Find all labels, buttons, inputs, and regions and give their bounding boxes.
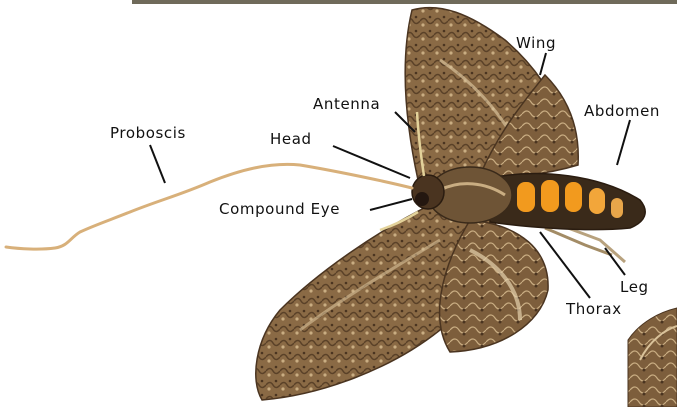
label-wing: Wing [516, 34, 556, 52]
compound-eye-shape [415, 192, 429, 206]
abdomen-band-3 [565, 182, 582, 212]
leader-proboscis [150, 145, 165, 183]
corner-photo-crop [628, 308, 677, 407]
proboscis-shape [6, 164, 412, 249]
label-leg: Leg [620, 278, 649, 296]
label-proboscis: Proboscis [110, 124, 186, 142]
leader-abdomen [617, 120, 630, 165]
label-head: Head [270, 130, 312, 148]
label-antenna: Antenna [313, 95, 380, 113]
label-thorax: Thorax [566, 300, 677, 318]
label-abdomen: Abdomen [584, 102, 660, 120]
leader-wing [540, 53, 546, 75]
top-photo-strip [132, 0, 677, 4]
label-compound-eye: Compound Eye [219, 200, 340, 218]
leader-compound-eye [370, 199, 412, 210]
abdomen-band-1 [517, 182, 535, 212]
abdomen-band-5 [611, 198, 623, 218]
leg-1 [560, 225, 625, 262]
abdomen-band-4 [589, 188, 605, 214]
abdomen-band-2 [541, 180, 559, 212]
head-body [412, 175, 444, 209]
